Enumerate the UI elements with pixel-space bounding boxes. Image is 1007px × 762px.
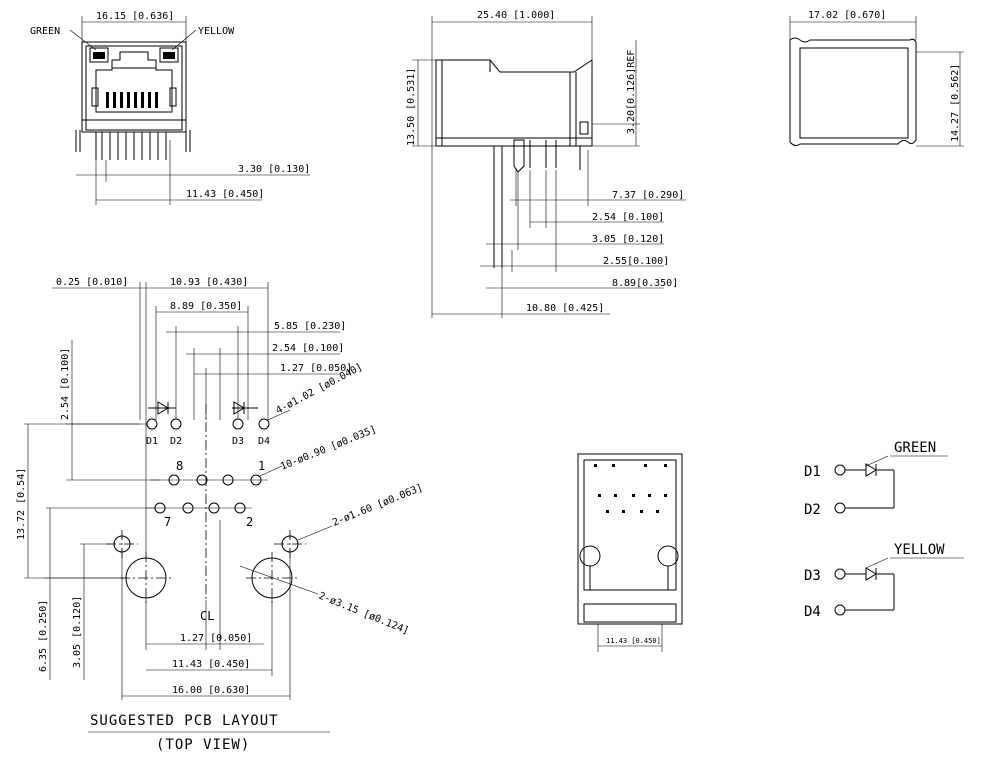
pin-label-2: 2 — [246, 515, 253, 529]
schem-d3: D3 — [804, 568, 821, 584]
front-yellow-label: YELLOW — [198, 26, 235, 37]
tr-height-dim: 14.27 [0.562] — [950, 64, 961, 142]
pcb-bottom-dim-3: 16.00 [0.630] — [172, 685, 250, 696]
side-view: 25.40 [1.000] 13.50 [0.531] 3.20[0.126]R… — [406, 10, 686, 318]
pcb-title: SUGGESTED PCB LAYOUT — [90, 713, 279, 729]
top-right-view: 17.02 [0.670] 14.27 [0.562] — [789, 10, 964, 147]
label-d2: D2 — [170, 436, 182, 447]
side-length-dim: 25.40 [1.000] — [477, 10, 555, 21]
pin-label-7: 7 — [164, 515, 171, 529]
pcb-dim-305: 3.05 [0.120] — [72, 596, 83, 668]
front-offset-dim: 3.30 [0.130] — [238, 164, 310, 175]
pin-label-8: 8 — [176, 459, 183, 473]
side-dim-4: 2.55[0.100] — [603, 256, 669, 267]
side-ref-dim: 3.20[0.126]REF — [626, 50, 637, 134]
schem-green-label: GREEN — [894, 440, 936, 456]
hole-d2 — [170, 418, 182, 430]
led-schematic: GREEN D1 D2 YELLOW D3 D4 — [804, 440, 964, 620]
pcb-height-dim: 13.72 [0.54] — [16, 468, 27, 540]
pcb-dim-127: 1.27 [0.050] — [280, 363, 352, 374]
schem-d1: D1 — [804, 464, 821, 480]
side-dim-2: 2.54 [0.100] — [592, 212, 664, 223]
post-callout: 2-ø3.15 [ø0.124] — [317, 591, 410, 637]
bottom-view-dots — [594, 464, 667, 513]
peg-callout: 2-ø1.60 [ø0.063] — [331, 482, 424, 528]
centerline-label: CL — [200, 609, 214, 623]
pcb-dim-025: 0.25 [0.010] — [56, 277, 128, 288]
pin-hole-callout: 10-ø0.90 [ø0.035] — [279, 424, 378, 473]
pin-holes — [154, 474, 262, 514]
front-green-label: GREEN — [30, 26, 60, 37]
pin-label-1: 1 — [258, 459, 265, 473]
bottom-view: 11.43 [0.450] — [577, 453, 683, 652]
pcb-bottom-dim-1: 1.27 [0.050] — [180, 633, 252, 644]
pcb-bottom-dim-2: 11.43 [0.450] — [172, 659, 250, 670]
pcb-dim-889: 8.89 [0.350] — [170, 301, 242, 312]
pcb-dim-585: 5.85 [0.230] — [274, 321, 346, 332]
tr-width-dim: 17.02 [0.670] — [808, 10, 886, 21]
label-d1: D1 — [146, 436, 158, 447]
pcb-dim-254: 2.54 [0.100] — [272, 343, 344, 354]
pcb-dim-635: 6.35 [0.250] — [38, 600, 49, 672]
pcb-dim-1093: 10.93 [0.430] — [170, 277, 248, 288]
side-dim-3: 3.05 [0.120] — [592, 234, 664, 245]
side-dim-1: 7.37 [0.290] — [612, 190, 684, 201]
front-contacts — [106, 92, 158, 108]
bottom-view-dim: 11.43 [0.450] — [606, 637, 661, 645]
side-height-dim: 13.50 [0.531] — [406, 68, 417, 146]
hole-d3 — [232, 418, 244, 430]
front-width-dim: 16.15 [0.636] — [96, 11, 174, 22]
label-d4: D4 — [258, 436, 270, 447]
side-dim-5: 8.89[0.350] — [612, 278, 678, 289]
front-span-dim: 11.43 [0.450] — [186, 189, 264, 200]
hole-d1 — [146, 418, 158, 430]
pcb-led-pitch-dim: 2.54 [0.100] — [60, 348, 71, 420]
front-view: 16.15 [0.636] GREEN YELLOW — [30, 11, 310, 205]
schem-d4: D4 — [804, 604, 821, 620]
pcb-subtitle: (TOP VIEW) — [156, 737, 250, 753]
label-d3: D3 — [232, 436, 244, 447]
schem-yellow-label: YELLOW — [894, 542, 945, 558]
schem-d2: D2 — [804, 502, 821, 518]
side-dim-6: 10.80 [0.425] — [526, 303, 604, 314]
pcb-layout: 0.25 [0.010] 10.93 [0.430] 8.89 [0.350] … — [16, 277, 424, 753]
hole-d4 — [258, 418, 270, 430]
